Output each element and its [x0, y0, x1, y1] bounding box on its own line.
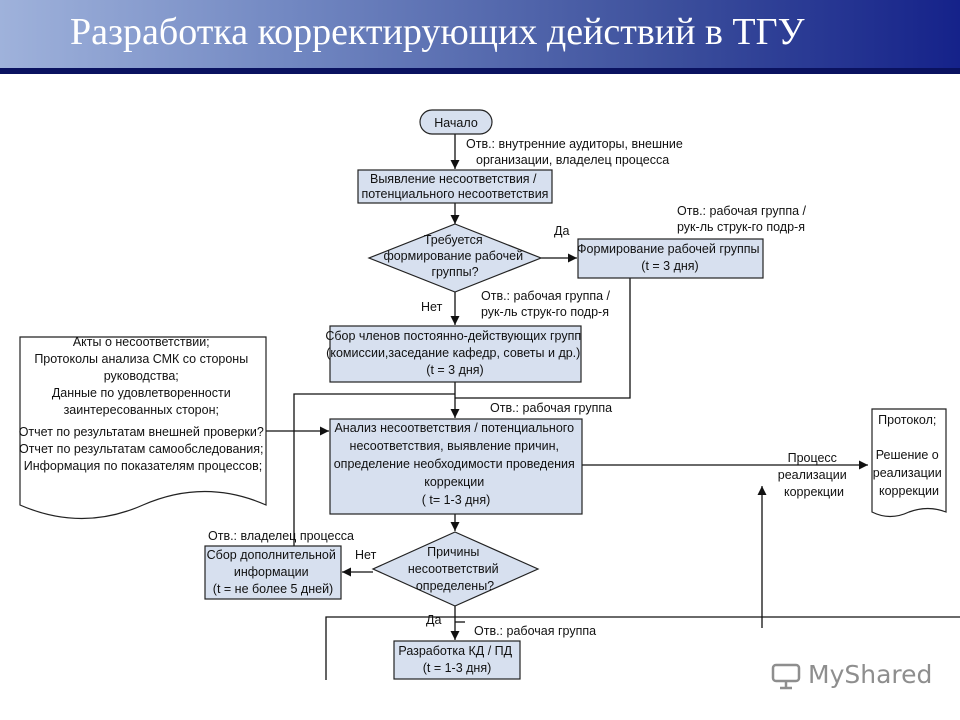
extra-info-box: Сбор дополнительной информации (t = не б…: [204, 545, 342, 600]
svg-text:Требуется формирование р: Требуется формирование рабочей группы?: [383, 233, 526, 279]
svg-text:Сбор дополнительной инфо: Сбор дополнительной информации (t = не б…: [207, 548, 340, 596]
collect-box: Сбор членов постоянно-действующих групп …: [325, 325, 584, 383]
presentation-icon: [771, 663, 801, 690]
line-extra-loop: [293, 393, 455, 570]
process-correction-label: Процесс реализации коррекции: [778, 451, 850, 499]
svg-text:Анализ несоответствия / потенц: Анализ несоответствия / потенциального н…: [334, 421, 579, 507]
label-yes1: Да: [554, 224, 569, 238]
line-bottom-loop: [325, 616, 960, 680]
start-label: Начало: [434, 116, 478, 130]
svg-text:Формирование рабочей группы: Формирование рабочей группы (t = 3 дня): [577, 242, 763, 273]
decision1: Требуется формирование рабочей группы?: [367, 223, 543, 293]
title-underline: [0, 68, 960, 74]
svg-text:Разработка КД / ПД (t =: Разработка КД / ПД (t = 1-3 дня): [398, 644, 515, 675]
form-group-box: Формирование рабочей группы (t = 3 дня): [577, 238, 764, 279]
svg-text:Сбор членов постоянно-действую: Сбор членов постоянно-действующих групп …: [325, 329, 584, 377]
label-no2: Нет: [355, 548, 377, 562]
inputs-document: Акты о несоответствии; Протоколы анализа…: [19, 335, 268, 520]
label-yes2: Да: [426, 613, 441, 627]
kd-box: Разработка КД / ПД (t = 1-3 дня): [393, 640, 521, 680]
protocol-document: Протокол; Решение о реализации коррекции: [871, 408, 947, 518]
decision2: Причины несоответствий определены?: [371, 531, 540, 607]
line-formgroup-merge: [455, 278, 631, 399]
start-node: Начало: [419, 109, 493, 135]
title-bar: Разработка корректирующих действий в ТГУ: [0, 0, 960, 68]
resp-collect: Отв.: рабочая группа / рук-ль струк-го п…: [481, 289, 614, 319]
resp-group-form: Отв.: рабочая группа / рук-ль струк-го п…: [677, 204, 810, 234]
resp-start: Отв.: внутренние аудиторы, внешние орган…: [466, 137, 686, 167]
connectors: [266, 134, 960, 680]
svg-text:Акты о несоответствии; П: Акты о несоответствии; Протоколы анализа…: [19, 335, 268, 473]
watermark: MyShared: [768, 658, 938, 692]
svg-text:Выявление несоответствия /: Выявление несоответствия / потенциальног…: [362, 172, 549, 201]
svg-text:Протокол; Решение о: Протокол; Решение о реализации коррекции: [873, 413, 945, 498]
label-no1: Нет: [421, 300, 443, 314]
identify-box: Выявление несоответствия / потенциальног…: [357, 169, 553, 204]
page-title: Разработка корректирующих действий в ТГУ: [70, 11, 805, 53]
watermark-text: MyShared: [808, 660, 933, 689]
resp-owner: Отв.: владелец процесса: [208, 529, 354, 543]
resp-kd: Отв.: рабочая группа: [474, 624, 596, 638]
analysis-box: Анализ несоответствия / потенциального н…: [329, 418, 583, 515]
resp-analysis: Отв.: рабочая группа: [490, 401, 612, 415]
svg-text:Причины несоответствий: Причины несоответствий определены?: [408, 545, 502, 593]
